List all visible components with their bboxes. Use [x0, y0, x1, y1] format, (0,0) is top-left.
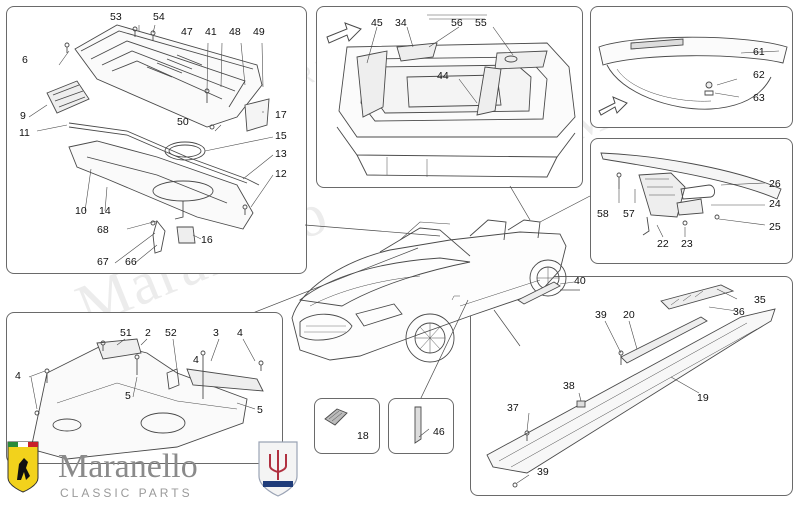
callout-label: 58 — [597, 208, 609, 220]
callout-label: 54 — [153, 11, 165, 23]
callout-label: 9 — [20, 110, 26, 122]
callout-label: 24 — [769, 198, 781, 210]
callout-label: 5 — [125, 390, 131, 402]
callout-label: 4 — [193, 354, 199, 366]
callout-label: 68 — [97, 224, 109, 236]
panel-cowl: 53 54 6 47 41 48 49 9 17 50 11 15 13 12 … — [6, 6, 307, 274]
callout-label: 49 — [253, 26, 265, 38]
callout-label: 5 — [257, 404, 263, 416]
shield-icon — [7, 441, 39, 493]
callout-label: 11 — [19, 127, 30, 139]
callout-label: 23 — [681, 238, 693, 250]
part-46-drawing — [414, 406, 430, 444]
panel-part-46: 46 — [388, 398, 454, 454]
callout-label: 39 — [595, 309, 607, 321]
part-18-drawing — [324, 408, 348, 426]
callout-label: 3 — [213, 327, 219, 339]
callout-label: 39 — [537, 466, 549, 478]
callout-label: 36 — [733, 306, 745, 318]
panel-underbody: 51 2 52 3 4 4 4 5 5 — [6, 312, 283, 464]
callout-label: 15 — [275, 130, 287, 142]
panel-trunk: 45 34 56 55 44 — [316, 6, 583, 188]
sill-drawing — [486, 284, 776, 488]
callout-label: 51 — [120, 327, 132, 339]
callout-label: 22 — [657, 238, 669, 250]
callout-label: 53 — [110, 11, 122, 23]
lid-drawing — [598, 36, 788, 116]
callout-label: 16 — [201, 234, 213, 246]
callout-label: 41 — [205, 26, 217, 38]
panel-spoiler: 26 58 57 24 22 23 25 — [590, 138, 793, 264]
callout-label: 37 — [507, 402, 519, 414]
callout-label: 35 — [754, 294, 766, 306]
callout-label: 6 — [22, 54, 28, 66]
callout-label: 34 — [395, 17, 407, 29]
callout-label: 18 — [357, 430, 369, 442]
callout-label: 45 — [371, 17, 383, 29]
callout-label: 10 — [75, 205, 87, 217]
callout-label: 56 — [451, 17, 463, 29]
panel-part-18: 18 — [314, 398, 380, 454]
callout-label: 50 — [177, 116, 189, 128]
callout-label: 19 — [697, 392, 709, 404]
brand-subtitle: CLASSIC PARTS — [60, 486, 193, 500]
spoiler-drawing — [600, 152, 782, 238]
callout-label: 48 — [229, 26, 241, 38]
callout-label: 4 — [237, 327, 243, 339]
callout-label: 67 — [97, 256, 109, 268]
callout-label: 40 — [574, 275, 586, 287]
callout-label: 4 — [15, 370, 21, 382]
callout-label: 57 — [623, 208, 635, 220]
callout-label: 47 — [181, 26, 193, 38]
callout-label: 13 — [275, 148, 287, 160]
underbody-drawing — [28, 338, 264, 460]
cowl-drawing — [28, 24, 274, 264]
callout-label: 55 — [475, 17, 487, 29]
callout-label: 14 — [99, 205, 111, 217]
callout-label: 2 — [145, 327, 151, 339]
callout-label: 12 — [275, 168, 287, 180]
maserati-logo — [255, 440, 301, 498]
callout-label: 63 — [753, 92, 765, 104]
callout-label: 44 — [437, 70, 449, 82]
callout-label: 66 — [125, 256, 137, 268]
callout-label: 61 — [753, 46, 765, 58]
callout-label: 25 — [769, 221, 781, 233]
callout-label: 17 — [275, 109, 287, 121]
callout-label: 52 — [165, 327, 177, 339]
trunk-drawing — [326, 14, 576, 178]
trident-icon — [258, 441, 298, 497]
callout-label: 62 — [753, 69, 765, 81]
panel-lid: 61 62 63 — [590, 6, 793, 128]
callout-label: 46 — [433, 426, 445, 438]
callout-label: 38 — [563, 380, 575, 392]
ferrari-shield-logo — [6, 440, 40, 494]
panel-sill: 35 39 20 36 19 38 37 39 — [470, 276, 793, 496]
callout-label: 26 — [769, 178, 781, 190]
callout-label: 20 — [623, 309, 635, 321]
brand-name: Maranello — [58, 448, 198, 485]
